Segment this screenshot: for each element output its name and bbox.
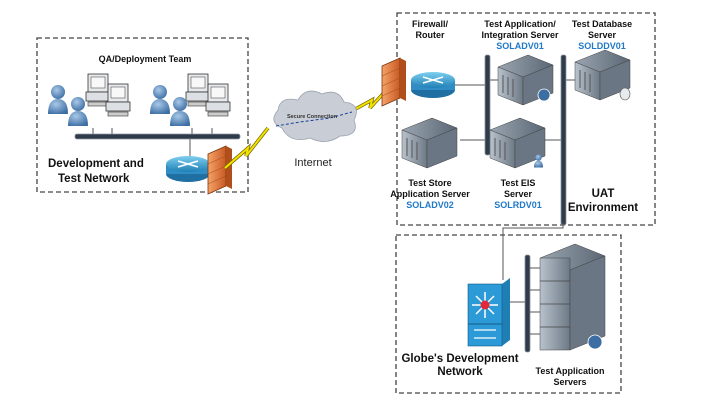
uat-bus-left — [484, 54, 491, 156]
app-server-label-1: Test Application/ — [484, 19, 556, 29]
uat-bus-right — [560, 54, 567, 226]
store-server-icon — [401, 117, 458, 169]
test-servers-label-2: Servers — [553, 377, 586, 387]
dev-network-label-1: Development and — [48, 158, 144, 170]
workstation-group-left — [48, 73, 131, 126]
globe-network-label-1: Globe's Development — [401, 353, 518, 365]
firewall-icon — [207, 145, 233, 195]
app-server-icon — [497, 54, 554, 106]
store-server-code: SOLADV02 — [406, 200, 454, 210]
server-rack-icon — [539, 243, 606, 351]
db-server-label-2: Server — [588, 30, 617, 40]
uat-to-globe-link — [502, 222, 564, 280]
globe-network-label-2: Network — [437, 366, 483, 378]
app-server-label-2: Integration Server — [481, 30, 559, 40]
firewall-label-1: Firewall/ — [412, 19, 449, 29]
eis-server-code: SOLRDV01 — [494, 200, 542, 210]
uat-label-2: Environment — [568, 202, 638, 214]
db-server-icon — [574, 49, 631, 101]
eis-server-label-1: Test EIS — [501, 178, 536, 188]
workstation-group-right — [150, 73, 231, 126]
dev-network-boundary — [36, 37, 249, 193]
internet-label: Internet — [294, 157, 331, 169]
uat-boundary — [396, 12, 656, 226]
dev-network-label-2: Test Network — [58, 173, 130, 185]
layer3-switch-icon — [467, 278, 510, 347]
secure-connection-label: Secure Connection — [287, 114, 338, 120]
store-server-label-1: Test Store — [408, 178, 451, 188]
team-label: QA/Deployment Team — [99, 54, 192, 64]
lan-bus — [74, 133, 241, 140]
db-server-label-1: Test Database — [572, 19, 632, 29]
eis-server-label-2: Server — [504, 189, 533, 199]
router-icon — [165, 155, 211, 183]
test-servers-label-1: Test Application — [535, 366, 604, 376]
store-server-label-2: Application Server — [390, 189, 470, 199]
db-server-code: SOLDDV01 — [578, 41, 626, 51]
uat-router-icon — [410, 71, 456, 99]
uat-label-1: UAT — [592, 188, 615, 200]
internet-cloud-icon — [273, 90, 357, 142]
firewall-label-2: Router — [416, 30, 445, 40]
uat-firewall-icon — [381, 57, 407, 107]
globe-bus — [524, 254, 531, 353]
app-server-code: SOLADV01 — [496, 41, 544, 51]
globe-network-boundary — [395, 234, 622, 394]
eis-server-icon — [489, 117, 546, 169]
